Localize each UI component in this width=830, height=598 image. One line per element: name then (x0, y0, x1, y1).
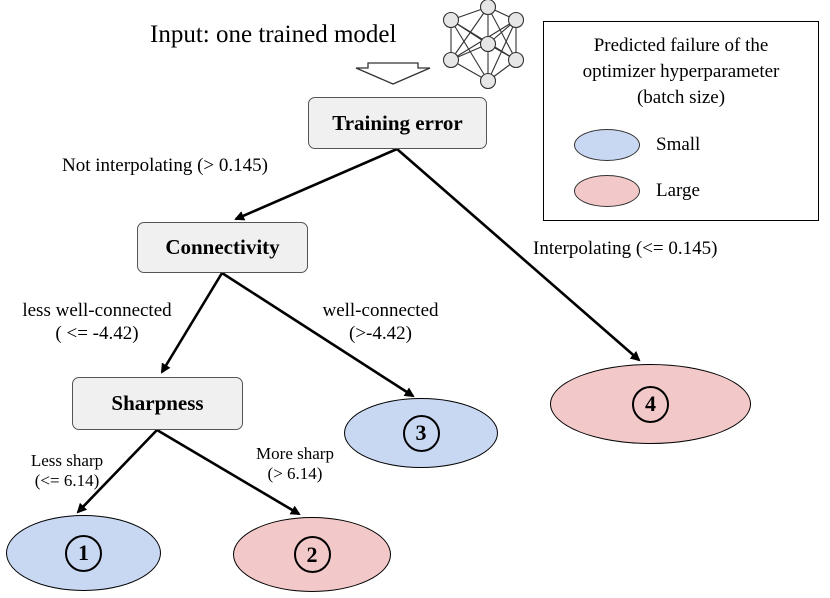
leaf-4-number: 4 (632, 385, 669, 423)
edge-connectivity-to-leaf-3 (221, 271, 415, 398)
leaf-1-number: 1 (65, 534, 102, 572)
legend-title-line1: Predicted failure of the (593, 35, 769, 56)
input-arrow (355, 62, 431, 85)
legend-title-line3: (batch size) (636, 87, 726, 109)
edge-training-to-connectivity (234, 147, 398, 221)
edge-label-less-sharp-line2: (<= 6.14) (34, 471, 100, 491)
leaf-2-number: 2 (293, 536, 331, 573)
edge-sharpness-to-leaf-1 (76, 429, 158, 514)
edge-label-more-sharp-line2: (> 6.14) (267, 464, 323, 484)
node-training-error: Training error (308, 97, 487, 149)
edge-label-less-sharp-line1: Less sharp (30, 451, 104, 470)
legend-title: Predicted failure of the optimizer hyper… (544, 33, 818, 112)
node-sharpness-label: Sharpness (111, 391, 204, 415)
input-title: Input: one trained model (150, 21, 397, 48)
edge-label-well-connected-line2: (>-4.42) (349, 322, 412, 344)
edge-label-well-connected: well-connected (>-4.42) (303, 300, 458, 346)
node-connectivity-label: Connectivity (165, 235, 280, 259)
edge-label-more-sharp: More sharp (> 6.14) (240, 444, 350, 485)
leaf-3-number: 3 (402, 414, 440, 452)
legend-label-small: Small (656, 134, 701, 155)
edge-label-more-sharp-line1: More sharp (256, 444, 334, 463)
leaf-4: 4 (550, 364, 751, 444)
legend-item-large: Large (574, 175, 700, 207)
edge-label-interpolating: Interpolating (<= 0.145) (533, 238, 718, 259)
node-training-error-label: Training error (332, 110, 463, 135)
leaf-3: 3 (344, 398, 498, 468)
edge-sharpness-to-leaf-2 (156, 428, 301, 516)
edge-label-less-connected: less well-connected ( <= -4.42) (4, 300, 190, 346)
legend-label-large: Large (656, 180, 700, 201)
edge-label-well-connected-line1: well-connected (322, 300, 439, 321)
legend: Predicted failure of the optimizer hyper… (543, 21, 819, 221)
edge-label-less-connected-line1: less well-connected (22, 300, 172, 321)
legend-swatch-small (574, 129, 640, 161)
edge-connectivity-to-sharpness (160, 272, 224, 374)
legend-swatch-large (574, 175, 640, 207)
node-connectivity: Connectivity (137, 222, 308, 273)
edge-label-not-interpolating: Not interpolating (> 0.145) (62, 155, 268, 176)
edge-training-to-leaf-4 (396, 148, 641, 362)
leaf-1: 1 (6, 515, 161, 591)
leaf-2: 2 (233, 517, 391, 592)
edge-label-less-connected-line2: ( <= -4.42) (55, 322, 139, 344)
legend-item-small: Small (574, 129, 700, 161)
legend-title-line2: optimizer hyperparameter (582, 61, 780, 83)
node-sharpness: Sharpness (72, 377, 243, 430)
neural-network-icon (442, 0, 525, 90)
edge-label-less-sharp: Less sharp (<= 6.14) (12, 451, 122, 492)
